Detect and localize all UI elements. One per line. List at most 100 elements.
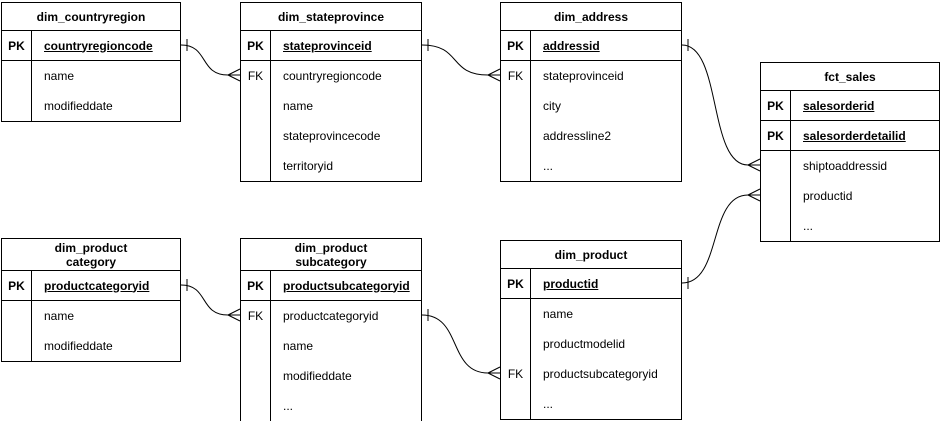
- relationship-stateprovince-address[interactable]: [421, 39, 501, 82]
- key-badge: [241, 391, 271, 421]
- attribute-row: shiptoaddressid: [761, 151, 939, 181]
- relationship-productsubcategory-product[interactable]: [421, 309, 501, 380]
- attribute-name: productcategoryid: [283, 309, 379, 323]
- entity-title: dim_address: [501, 3, 681, 31]
- attribute-row: PK productcategoryid: [2, 271, 180, 301]
- attribute-row: name: [2, 61, 180, 91]
- many-cardinality-crowfoot: [487, 68, 501, 82]
- attribute-name: modifieddate: [283, 369, 352, 383]
- key-badge: [761, 211, 791, 241]
- attribute-name: addressline2: [543, 129, 612, 143]
- entity-title: fct_sales: [761, 63, 939, 91]
- entity-title: dim_stateprovince: [241, 3, 421, 31]
- attribute-row: territoryid: [241, 151, 421, 181]
- attribute-name: addressid: [543, 38, 600, 53]
- attribute-name: stateprovinceid: [283, 38, 372, 53]
- key-badge: PK: [761, 121, 791, 150]
- key-badge: [241, 91, 271, 121]
- entity-dim-countryregion[interactable]: dim_countryregion PK countryregioncode n…: [1, 2, 181, 122]
- attribute-row: ...: [501, 151, 681, 181]
- key-badge: [501, 299, 531, 329]
- attribute-row: productid: [761, 181, 939, 211]
- key-badge: PK: [241, 31, 271, 60]
- attribute-row: FK productsubcategoryid: [501, 359, 681, 389]
- attribute-name: modifieddate: [44, 339, 113, 353]
- connector-line[interactable]: [180, 44, 229, 76]
- attribute-row: productmodelid: [501, 329, 681, 359]
- entity-dim-productsubcategory[interactable]: dim_product subcategory PK productsubcat…: [240, 238, 422, 421]
- attribute-name: stateprovincecode: [283, 129, 381, 143]
- connector-line[interactable]: [421, 44, 489, 76]
- key-badge: [241, 121, 271, 151]
- key-badge: [501, 91, 531, 121]
- relationship-productcategory-productsubcategory[interactable]: [180, 279, 241, 322]
- entity-dim-productcategory[interactable]: dim_product category PK productcategoryi…: [1, 238, 181, 362]
- relationship-countryregion-stateprovince[interactable]: [180, 39, 241, 82]
- key-badge: [241, 331, 271, 361]
- key-badge: [241, 151, 271, 181]
- key-badge: PK: [241, 271, 271, 300]
- key-badge: [501, 389, 531, 419]
- relationship-product-fctsales[interactable]: [681, 188, 761, 289]
- attribute-name: name: [44, 309, 75, 323]
- many-cardinality-crowfoot: [747, 158, 761, 172]
- attribute-name: productcategoryid: [44, 278, 150, 293]
- connector-line[interactable]: [421, 314, 489, 374]
- attribute-name: name: [543, 307, 574, 321]
- attribute-row: modifieddate: [2, 91, 180, 121]
- entity-title: dim_product category: [2, 239, 180, 271]
- key-badge: FK: [241, 301, 271, 331]
- entity-dim-stateprovince[interactable]: dim_stateprovince PK stateprovinceid FK …: [240, 2, 422, 182]
- key-badge: [2, 91, 32, 121]
- attribute-name: productid: [803, 189, 853, 203]
- attribute-row: PK salesorderid: [761, 91, 939, 121]
- attribute-name: productsubcategoryid: [283, 278, 410, 293]
- key-badge: PK: [2, 31, 32, 60]
- many-cardinality-crowfoot: [227, 308, 241, 322]
- attribute-row: name: [241, 91, 421, 121]
- entity-title: dim_product: [501, 241, 681, 269]
- entity-dim-product[interactable]: dim_product PK productid name productmod…: [500, 240, 682, 420]
- attribute-name: productmodelid: [543, 337, 626, 351]
- attribute-row: ...: [501, 389, 681, 419]
- attribute-row: name: [2, 301, 180, 331]
- connector-line[interactable]: [681, 44, 749, 166]
- key-badge: [2, 301, 32, 331]
- key-badge: PK: [2, 271, 32, 300]
- key-badge: [2, 61, 32, 91]
- attribute-row: modifieddate: [241, 361, 421, 391]
- attribute-name: modifieddate: [44, 99, 113, 113]
- key-badge: [241, 361, 271, 391]
- attribute-name: shiptoaddressid: [803, 159, 888, 173]
- attribute-row: modifieddate: [2, 331, 180, 361]
- key-badge: [2, 331, 32, 361]
- attribute-row: ...: [241, 391, 421, 421]
- attribute-row: PK salesorderdetailid: [761, 121, 939, 151]
- entity-fct-sales[interactable]: fct_sales PK salesorderid PK salesorderd…: [760, 62, 940, 242]
- attribute-row: stateprovincecode: [241, 121, 421, 151]
- connector-line[interactable]: [180, 284, 229, 316]
- attribute-name: city: [543, 99, 561, 113]
- attribute-name: territoryid: [283, 159, 334, 173]
- key-badge: [501, 121, 531, 151]
- entity-title: dim_product subcategory: [241, 239, 421, 271]
- attribute-row: ...: [761, 211, 939, 241]
- attribute-row: PK productid: [501, 269, 681, 299]
- relationship-address-fctsales[interactable]: [681, 39, 761, 172]
- attribute-row: FK countryregioncode: [241, 61, 421, 91]
- attribute-name: countryregioncode: [283, 69, 382, 83]
- many-cardinality-crowfoot: [487, 366, 501, 380]
- attribute-name: countryregioncode: [44, 38, 153, 53]
- attribute-row: addressline2: [501, 121, 681, 151]
- entity-dim-address[interactable]: dim_address PK addressid FK stateprovinc…: [500, 2, 682, 182]
- key-badge: FK: [241, 61, 271, 91]
- attribute-row: FK productcategoryid: [241, 301, 421, 331]
- attribute-row: PK addressid: [501, 31, 681, 61]
- attribute-name: salesorderid: [803, 98, 875, 113]
- key-badge: [761, 151, 791, 181]
- connector-line[interactable]: [681, 194, 749, 284]
- attribute-name: ...: [803, 219, 814, 233]
- attribute-row: PK productsubcategoryid: [241, 271, 421, 301]
